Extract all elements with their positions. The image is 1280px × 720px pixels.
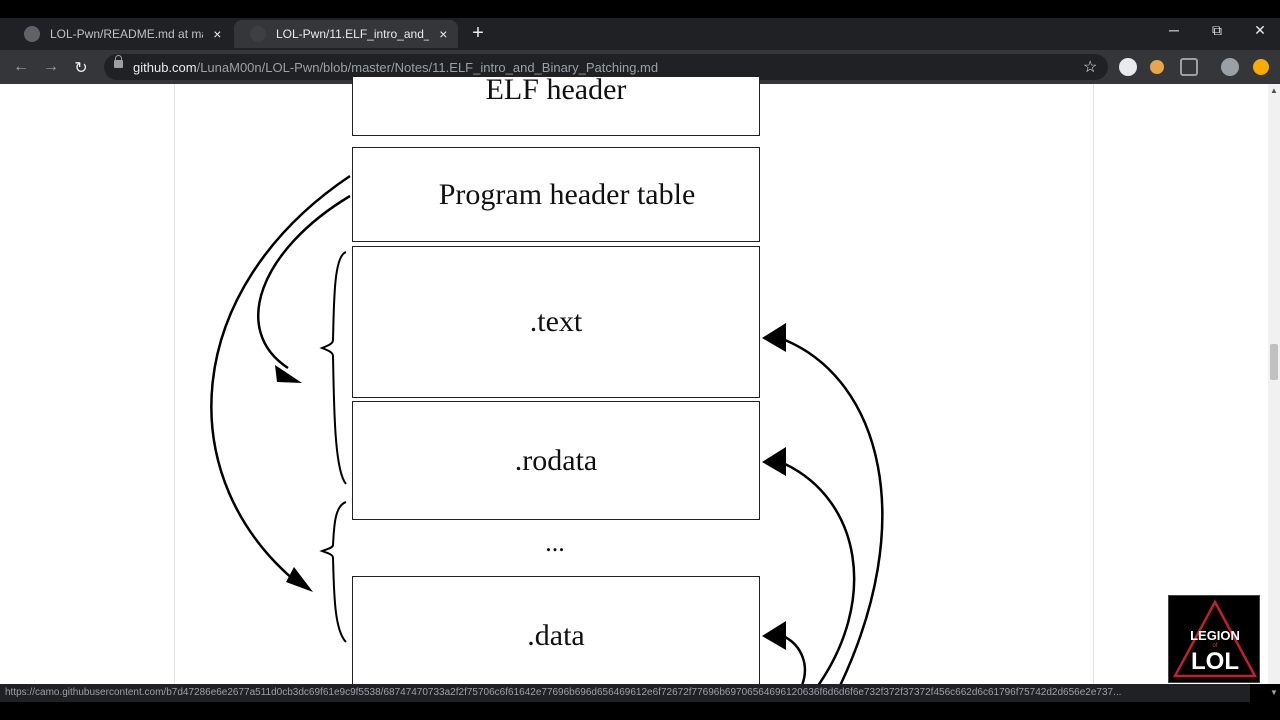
close-icon[interactable]: × [213, 26, 222, 42]
close-icon[interactable]: × [439, 26, 448, 42]
program-header-table-label: Program header table [438, 177, 696, 211]
window-close-button[interactable]: ✕ [1254, 22, 1266, 38]
tab-title: LOL-Pwn/11.ELF_intro_and_Binary_ [276, 27, 429, 41]
profile-avatar[interactable] [1221, 58, 1239, 76]
program-header-table-box: Program header table [352, 147, 760, 242]
scroll-down-arrow-icon[interactable]: ▼ [1270, 688, 1278, 697]
data-section-box: .data [352, 576, 760, 696]
text-section-label: .text [529, 305, 583, 338]
status-bar-url: https://camo.githubusercontent.com/b7d47… [0, 684, 1250, 702]
address-bar[interactable] [104, 54, 1108, 80]
logo-triangle-icon [1172, 599, 1258, 678]
github-icon [24, 26, 40, 42]
text-section-box: .text [352, 246, 760, 398]
extension-icon[interactable] [1119, 58, 1137, 76]
scroll-up-arrow-icon[interactable]: ▲ [1270, 86, 1278, 95]
restore-button[interactable]: ⧉ [1212, 22, 1222, 38]
reload-button[interactable]: ↻ [74, 60, 88, 77]
logo-line3: LOL [1191, 648, 1239, 675]
data-section-label: .data [527, 619, 585, 652]
lock-icon[interactable] [114, 55, 123, 68]
tab-strip [0, 18, 1280, 50]
extension-icon[interactable] [1180, 58, 1198, 76]
tab-title: LOL-Pwn/README.md at master [50, 27, 203, 41]
arrowhead [762, 621, 786, 650]
scrollbar-thumb[interactable] [1270, 344, 1278, 380]
url-path: /LunaM00n/LOL-Pwn/blob/master/Notes/11.E… [196, 60, 659, 75]
url-host: github.com [133, 60, 197, 75]
update-alert-icon[interactable] [1253, 59, 1269, 75]
tab-elf-intro[interactable]: LOL-Pwn/11.ELF_intro_and_Binary_ × [234, 20, 458, 48]
logo-line2: of [1212, 643, 1218, 649]
arrowhead [762, 447, 786, 476]
new-tab-button[interactable]: + [472, 22, 484, 44]
arrowhead [286, 567, 313, 592]
legion-of-lol-logo: LEGION of LOL [1168, 595, 1260, 683]
screen-bottom-bar [0, 702, 1280, 720]
logo-line1: LEGION [1190, 628, 1240, 643]
screen-top-bar [0, 0, 1280, 18]
elf-header-box: ELF header [352, 73, 760, 136]
github-icon [250, 26, 266, 42]
arrowhead [275, 365, 302, 383]
arrowhead [762, 323, 786, 352]
forward-button[interactable]: → [43, 58, 59, 75]
markdown-content [174, 84, 1094, 684]
rodata-section-box: .rodata [352, 401, 760, 520]
rodata-section-label: .rodata [514, 443, 598, 477]
back-button[interactable]: ← [13, 58, 29, 75]
elf-header-label: ELF header [485, 73, 627, 106]
cookie-extension-icon[interactable] [1150, 60, 1164, 74]
ellipsis-label: ... [545, 528, 565, 557]
url-text[interactable]: github.com/LunaM00n/LOL-Pwn/blob/master/… [133, 60, 658, 75]
bookmark-star-icon[interactable]: ☆ [1083, 59, 1098, 76]
vertical-scrollbar[interactable] [1268, 84, 1280, 684]
minimize-button[interactable]: ─ [1169, 22, 1179, 38]
tab-readme[interactable]: LOL-Pwn/README.md at master × [8, 20, 232, 48]
